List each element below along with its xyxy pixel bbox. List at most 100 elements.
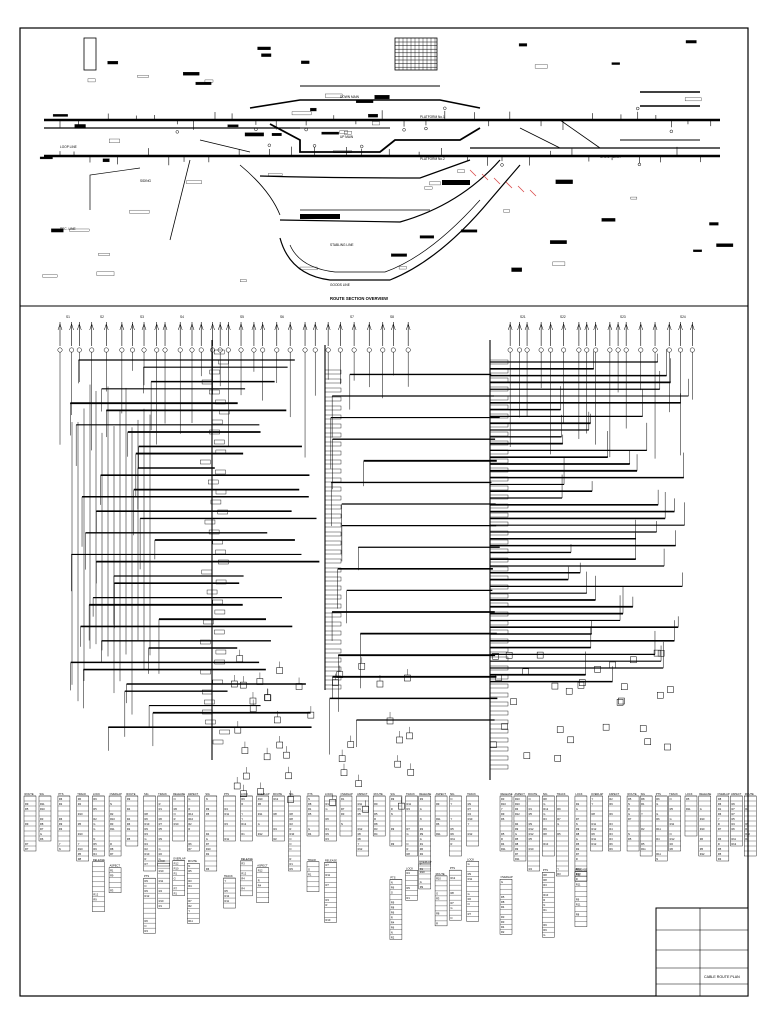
- table-cell: R12: [174, 861, 179, 865]
- table-header: ROUTE: [188, 859, 197, 863]
- table-cell: R9: [25, 802, 29, 806]
- table-cell: G: [420, 807, 422, 811]
- table-cell: R2: [59, 802, 63, 806]
- table-cell: R4: [529, 867, 533, 871]
- table-cell: R5: [576, 842, 580, 846]
- table-cell: R: [110, 842, 112, 846]
- head-label-left-2: S3: [140, 315, 144, 319]
- table-header: RELEASE: [173, 792, 185, 796]
- table-cell: R7: [25, 842, 29, 846]
- route-head-arrow: [391, 323, 396, 331]
- route-head-arrow: [607, 323, 613, 331]
- table-cell: R9: [326, 832, 330, 836]
- table-cell: N: [450, 797, 452, 801]
- table-header: TRACK: [557, 792, 566, 796]
- route-head-arrow: [561, 323, 566, 331]
- table-cell: R8: [308, 802, 312, 806]
- terminal-box: [215, 549, 226, 555]
- table-cell: Y: [241, 817, 243, 821]
- lower-siding-4: [289, 199, 481, 273]
- terminal-box: [215, 469, 226, 475]
- table-cell: R4: [206, 832, 210, 836]
- table-header: ASPECT: [609, 792, 620, 796]
- table-cell: R4: [468, 812, 472, 816]
- table-cell: R12: [450, 876, 455, 880]
- route-head-arrow: [623, 323, 629, 331]
- location-box: [565, 687, 573, 695]
- table-cell: R9: [576, 897, 580, 901]
- table-cell: R1: [745, 827, 749, 831]
- table-cell: R1: [174, 871, 178, 875]
- table-cell: R7: [576, 817, 580, 821]
- table-cell: R7: [731, 807, 735, 811]
- table-cell: R12: [93, 893, 98, 897]
- terminal-box: [212, 739, 224, 745]
- table-cell: R1: [718, 807, 722, 811]
- yard-label-6: PLATFORM No.1: [420, 115, 445, 119]
- table-header: PTS: [390, 876, 395, 880]
- route-head-arrow: [226, 323, 231, 331]
- table-cell: R11: [110, 827, 115, 831]
- table-cell: R3: [609, 822, 613, 826]
- table-header: RELEASE: [699, 792, 711, 796]
- route-head-arrow: [507, 323, 513, 331]
- table-cell: R2: [745, 837, 749, 841]
- table-header: PTS: [307, 792, 312, 796]
- route-head-arrow: [325, 323, 331, 331]
- table-cell: R7: [145, 862, 149, 866]
- table-cell: R5: [718, 847, 722, 851]
- table-cell: R10: [326, 918, 331, 922]
- table-cell: R1: [326, 802, 330, 806]
- route-head-arrow: [405, 323, 411, 331]
- signal-head: [424, 126, 428, 131]
- building-hatch: [395, 38, 437, 70]
- table-header: LOCK: [158, 859, 165, 863]
- yard-annotation-box: [42, 274, 58, 278]
- table-cell: R11: [468, 877, 473, 881]
- table-cell: R11: [686, 807, 691, 811]
- table-cell: R8: [543, 873, 547, 877]
- table-cell: R5: [224, 889, 228, 893]
- table-cell: R5: [731, 817, 735, 821]
- table-header: ROUTE: [374, 792, 383, 796]
- table-cell: R5: [718, 852, 722, 856]
- table-cell: R8: [110, 847, 114, 851]
- yard-annotation-box: [87, 78, 96, 83]
- table-cell: R8: [515, 842, 519, 846]
- table-cell: R4: [273, 827, 277, 831]
- table-cell: R12: [273, 797, 278, 801]
- table-cell: R2: [110, 812, 114, 816]
- location-box: [551, 682, 559, 690]
- table-cell: R11: [358, 802, 363, 806]
- table-cell: Y: [188, 909, 190, 913]
- signal-head: [443, 106, 447, 110]
- table-cell: R11: [40, 802, 45, 806]
- table-cell: R10: [206, 847, 211, 851]
- table-cell: R4: [224, 807, 228, 811]
- table-cell: R2: [576, 802, 580, 806]
- table-cell: Y: [358, 842, 360, 846]
- lower-siding-2: [279, 159, 501, 223]
- terminal-box: [219, 409, 230, 415]
- location-box: [522, 668, 529, 676]
- table-cell: R: [718, 842, 720, 846]
- table-cell: R2: [78, 802, 82, 806]
- terminal-box: [214, 659, 225, 665]
- table-cell: R8: [78, 857, 82, 861]
- yard-layout: DOWN MAIN UP MAIN LOOP LINE SIDING STABL…: [39, 37, 734, 301]
- table-cell: R9: [436, 802, 440, 806]
- signal-head: [636, 106, 640, 111]
- terminal-box: [214, 349, 225, 355]
- table-cell: R11: [670, 822, 675, 826]
- route-head-arrow: [593, 323, 598, 331]
- table-cell: R6: [127, 822, 131, 826]
- yard-annotation-box: [52, 114, 68, 117]
- table-cell: R2: [206, 852, 210, 856]
- table-cell: N: [450, 916, 452, 920]
- table-cell: Y: [224, 879, 226, 883]
- table-cell: R7: [576, 852, 580, 856]
- table-cell: R12: [576, 872, 581, 876]
- table-cell: G: [700, 807, 702, 811]
- location-box: [618, 697, 625, 705]
- table-cell: R9: [391, 842, 395, 846]
